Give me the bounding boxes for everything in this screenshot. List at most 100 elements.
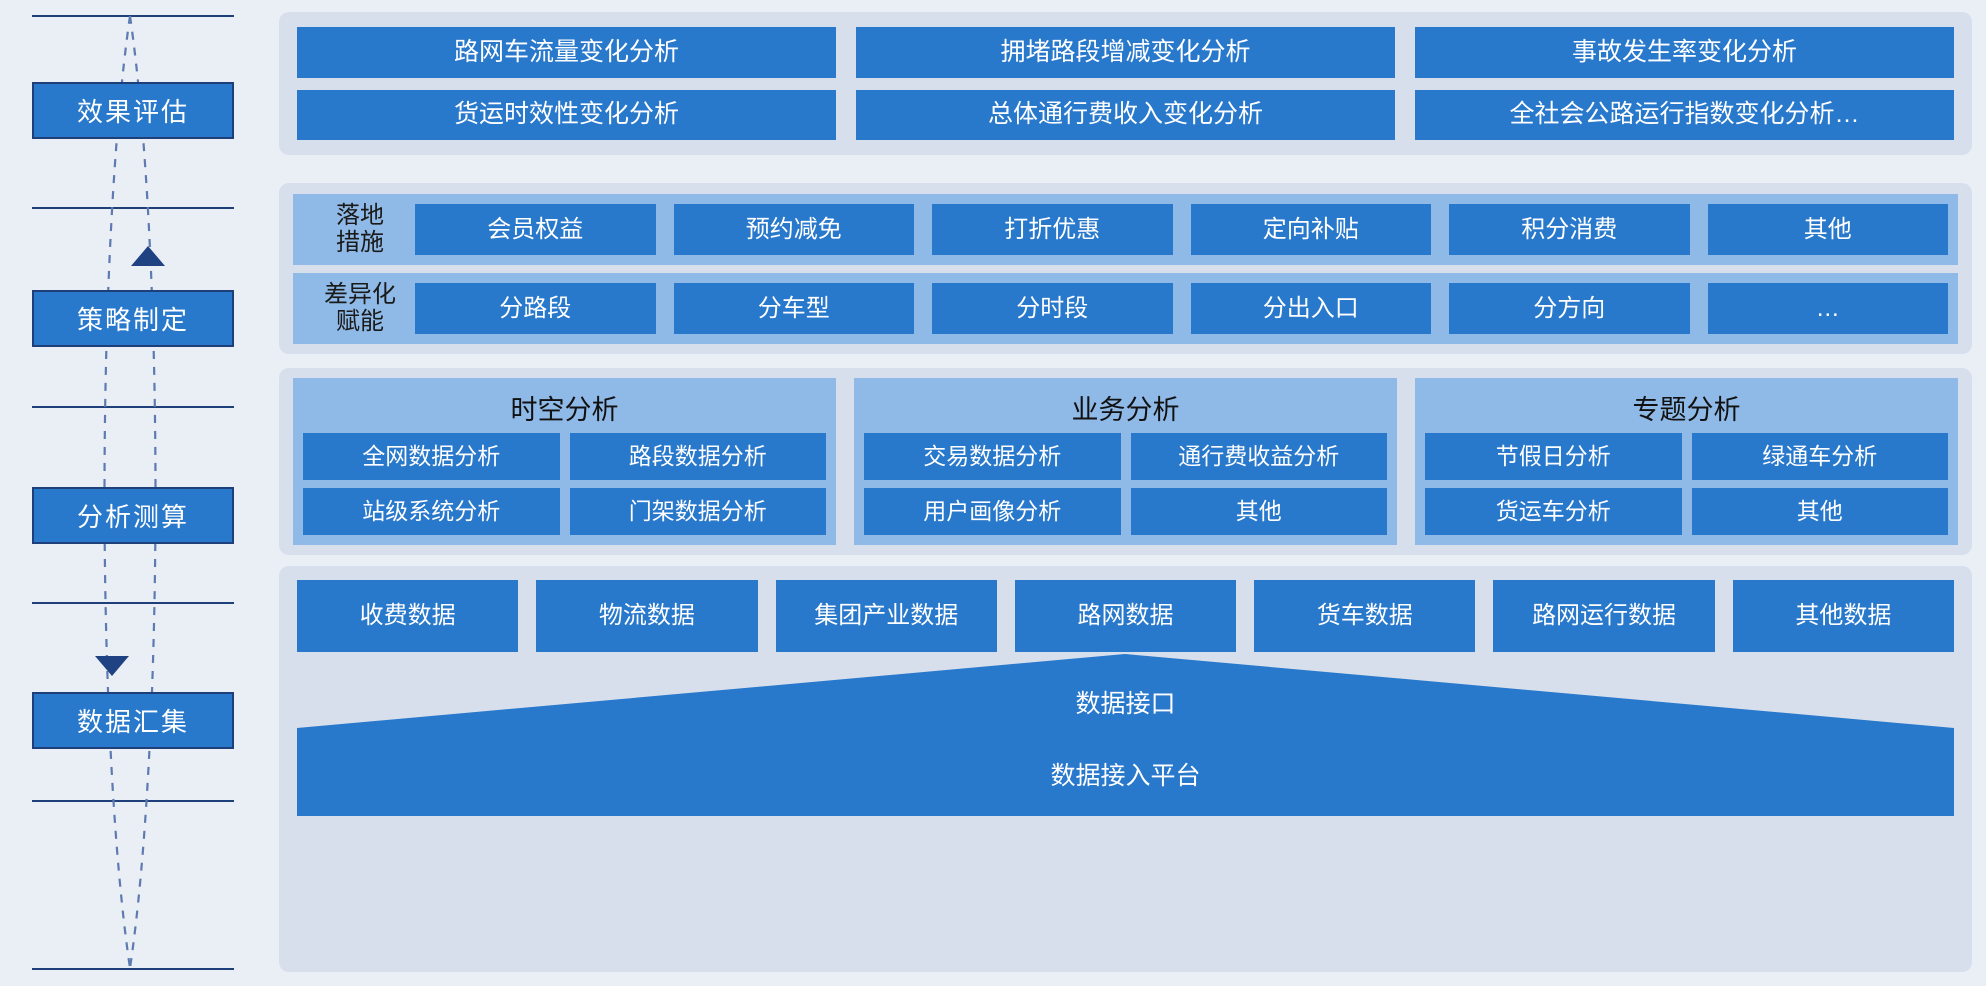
- strategy-row-differentiation: 差异化 赋能 分路段 分车型 分时段 分出入口 分方向 …: [293, 273, 1958, 344]
- strategy-tile[interactable]: 其他: [1707, 204, 1948, 255]
- analysis-tile[interactable]: 站级系统分析: [303, 488, 560, 535]
- analysis-tile[interactable]: 全网数据分析: [303, 433, 560, 480]
- funnel-shape-icon: [297, 654, 1954, 732]
- strategy-tile-label: 打折优惠: [1004, 215, 1101, 243]
- panel-analysis-calculation: 时空分析 全网数据分析 路段数据分析 站级系统分析 门架数据分析 业务分析 交易…: [279, 368, 1972, 555]
- data-source-label: 路网运行数据: [1532, 602, 1677, 630]
- effect-tile[interactable]: 拥堵路段增减变化分析: [856, 27, 1395, 78]
- effect-tile[interactable]: 全社会公路运行指数变化分析…: [1415, 89, 1954, 140]
- strategy-tile-label: 会员权益: [487, 215, 584, 243]
- strategy-tile[interactable]: …: [1707, 283, 1948, 334]
- analysis-tile-label: 其他: [1796, 498, 1843, 525]
- strategy-row-implementation: 落地 措施 会员权益 预约减免 打折优惠 定向补贴 积分消费 其他: [293, 194, 1958, 265]
- stage-rail: 效果评估 策略制定 分析测算 数据汇集: [0, 0, 265, 986]
- stage-label: 分析测算: [76, 502, 189, 532]
- effect-tile[interactable]: 路网车流量变化分析: [297, 27, 836, 78]
- strategy-tile-label: 分出入口: [1262, 294, 1359, 322]
- analysis-tile[interactable]: 绿通车分析: [1691, 433, 1948, 480]
- data-source-tile[interactable]: 路网运行数据: [1493, 580, 1715, 652]
- analysis-tile-label: 交易数据分析: [923, 443, 1062, 470]
- strategy-tile[interactable]: 分车型: [673, 283, 914, 334]
- data-source-label: 物流数据: [598, 602, 695, 630]
- effect-tile-label: 全社会公路运行指数变化分析…: [1509, 100, 1860, 129]
- analysis-tile-label: 绿通车分析: [1762, 443, 1878, 470]
- effect-tile[interactable]: 事故发生率变化分析: [1415, 27, 1954, 78]
- strategy-tile[interactable]: 定向补贴: [1190, 204, 1431, 255]
- analysis-group-title: 业务分析: [1071, 395, 1180, 425]
- data-source-tile[interactable]: 收费数据: [297, 580, 519, 652]
- analysis-tile[interactable]: 节假日分析: [1425, 433, 1682, 480]
- strategy-tile[interactable]: 分出入口: [1190, 283, 1431, 334]
- analysis-tile[interactable]: 通行费收益分析: [1130, 433, 1387, 480]
- strategy-row-label: 落地 措施: [336, 201, 384, 256]
- analysis-groups: 时空分析 全网数据分析 路段数据分析 站级系统分析 门架数据分析 业务分析 交易…: [293, 378, 1958, 545]
- stage-strategy-making[interactable]: 策略制定: [32, 290, 234, 347]
- analysis-group-grid: 交易数据分析 通行费收益分析 用户画像分析 其他: [864, 433, 1387, 535]
- strategy-tile-label: 分方向: [1533, 294, 1606, 322]
- effect-tile[interactable]: 货运时效性变化分析: [297, 89, 836, 140]
- rail-divider-4: [32, 800, 234, 802]
- analysis-group-title: 时空分析: [510, 395, 619, 425]
- strategy-tile-label: 其他: [1803, 215, 1852, 243]
- analysis-group-thematic: 专题分析 节假日分析 绿通车分析 货运车分析 其他: [1415, 378, 1958, 545]
- data-platform-bar[interactable]: 数据接入平台: [297, 732, 1954, 816]
- rail-divider-5: [32, 968, 234, 970]
- data-source-tile[interactable]: 物流数据: [536, 580, 758, 652]
- analysis-tile-label: 用户画像分析: [923, 498, 1062, 525]
- strategy-tile[interactable]: 分方向: [1449, 283, 1690, 334]
- analysis-tile-label: 全网数据分析: [362, 443, 501, 470]
- data-source-label: 路网数据: [1077, 602, 1174, 630]
- strategy-tile-label: …: [1815, 294, 1840, 322]
- strategy-row-tiles: 分路段 分车型 分时段 分出入口 分方向 …: [415, 283, 1948, 334]
- data-source-tile[interactable]: 集团产业数据: [775, 580, 997, 652]
- data-interface-label: 数据接口: [1075, 690, 1176, 718]
- panel-data-collection: 收费数据 物流数据 集团产业数据 路网数据 货车数据 路网运行数据 其他数据 数…: [279, 566, 1972, 972]
- analysis-tile-label: 通行费收益分析: [1178, 443, 1340, 470]
- analysis-tile-label: 节假日分析: [1495, 443, 1611, 470]
- strategy-tile-label: 分车型: [757, 294, 830, 322]
- data-source-label: 收费数据: [359, 602, 456, 630]
- arrow-down-icon: [95, 656, 129, 676]
- data-source-tile[interactable]: 路网数据: [1014, 580, 1237, 652]
- analysis-tile[interactable]: 路段数据分析: [569, 433, 826, 480]
- strategy-tile[interactable]: 积分消费: [1449, 204, 1690, 255]
- effect-tile-grid: 路网车流量变化分析 拥堵路段增减变化分析 事故发生率变化分析 货运时效性变化分析…: [297, 27, 1954, 140]
- analysis-tile-label: 站级系统分析: [362, 498, 501, 525]
- analysis-tile-label: 路段数据分析: [628, 443, 767, 470]
- analysis-tile-label: 其他: [1235, 498, 1282, 525]
- analysis-tile[interactable]: 门架数据分析: [569, 488, 826, 535]
- effect-tile-label: 货运时效性变化分析: [453, 100, 679, 129]
- rail-divider-3: [32, 602, 234, 604]
- analysis-tile-label: 货运车分析: [1495, 498, 1611, 525]
- strategy-tile[interactable]: 分路段: [415, 283, 656, 334]
- effect-tile[interactable]: 总体通行费收入变化分析: [856, 89, 1395, 140]
- data-source-label: 其他数据: [1795, 602, 1892, 630]
- effect-tile-label: 拥堵路段增减变化分析: [1000, 37, 1251, 66]
- analysis-tile[interactable]: 交易数据分析: [864, 433, 1121, 480]
- strategy-tile-label: 定向补贴: [1262, 215, 1359, 243]
- rail-divider-0: [32, 15, 234, 17]
- strategy-tile[interactable]: 分时段: [932, 283, 1173, 334]
- data-source-label: 集团产业数据: [814, 602, 959, 630]
- strategy-tile-label: 积分消费: [1521, 215, 1618, 243]
- stage-effect-evaluation[interactable]: 效果评估: [32, 82, 234, 139]
- data-source-tile[interactable]: 货车数据: [1254, 580, 1476, 652]
- analysis-tile[interactable]: 货运车分析: [1425, 488, 1682, 535]
- analysis-tile[interactable]: 其他: [1691, 488, 1948, 535]
- strategy-tile[interactable]: 会员权益: [415, 204, 656, 255]
- analysis-tile[interactable]: 用户画像分析: [864, 488, 1121, 535]
- analysis-tile[interactable]: 其他: [1130, 488, 1387, 535]
- stage-data-collection[interactable]: 数据汇集: [32, 692, 234, 749]
- strategy-tile[interactable]: 预约减免: [673, 204, 914, 255]
- analysis-group-grid: 全网数据分析 路段数据分析 站级系统分析 门架数据分析: [303, 433, 826, 535]
- analysis-group-title: 专题分析: [1632, 395, 1741, 425]
- strategy-tile[interactable]: 打折优惠: [932, 204, 1173, 255]
- stage-analysis-calculation[interactable]: 分析测算: [32, 487, 234, 544]
- analysis-group-grid: 节假日分析 绿通车分析 货运车分析 其他: [1425, 433, 1948, 535]
- analysis-group-business: 业务分析 交易数据分析 通行费收益分析 用户画像分析 其他: [854, 378, 1397, 545]
- data-interface-funnel: 数据接口: [297, 654, 1954, 732]
- effect-tile-label: 路网车流量变化分析: [453, 37, 679, 66]
- data-source-tile[interactable]: 其他数据: [1732, 580, 1954, 652]
- stage-label: 效果评估: [76, 97, 189, 127]
